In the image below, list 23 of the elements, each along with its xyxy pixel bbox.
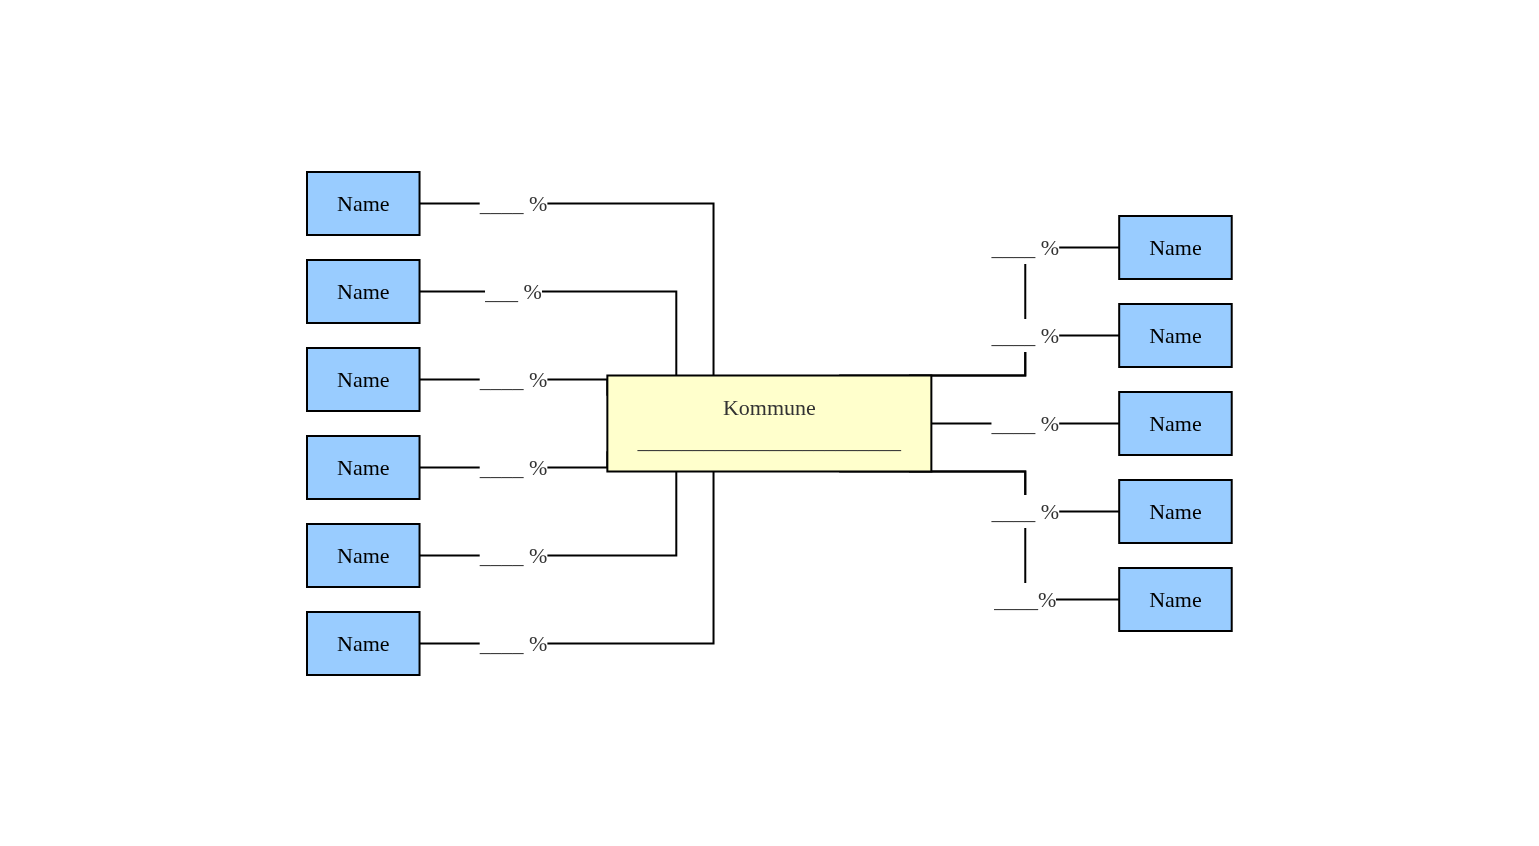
node-box: Name (306, 258, 421, 324)
node-box: Kommune ________________________ (606, 374, 933, 472)
node-box: Name (306, 610, 421, 676)
edge-label: ____ % (991, 498, 1060, 524)
edge-label: ___ % (485, 278, 542, 304)
edge-label: ____ % (479, 630, 548, 656)
edge-label: ____ % (991, 322, 1060, 348)
edge-label: ____ % (479, 366, 548, 392)
node-box: Name (306, 434, 421, 500)
node-box: Name (1118, 478, 1233, 544)
node-box: Name (306, 346, 421, 412)
edge-label: ____ % (479, 542, 548, 568)
node-box: Name (1118, 566, 1233, 632)
edge-label: ____ % (991, 234, 1060, 260)
node-box: Name (1118, 390, 1233, 456)
node-box: Name (1118, 214, 1233, 280)
node-box: Name (1118, 302, 1233, 368)
node-box: Name (306, 170, 421, 236)
edge-label: ____ % (991, 410, 1060, 436)
edge-label: ____ % (479, 190, 548, 216)
edge-label: ____ % (479, 454, 548, 480)
edge-label: ____% (994, 586, 1057, 612)
node-box: Name (306, 522, 421, 588)
